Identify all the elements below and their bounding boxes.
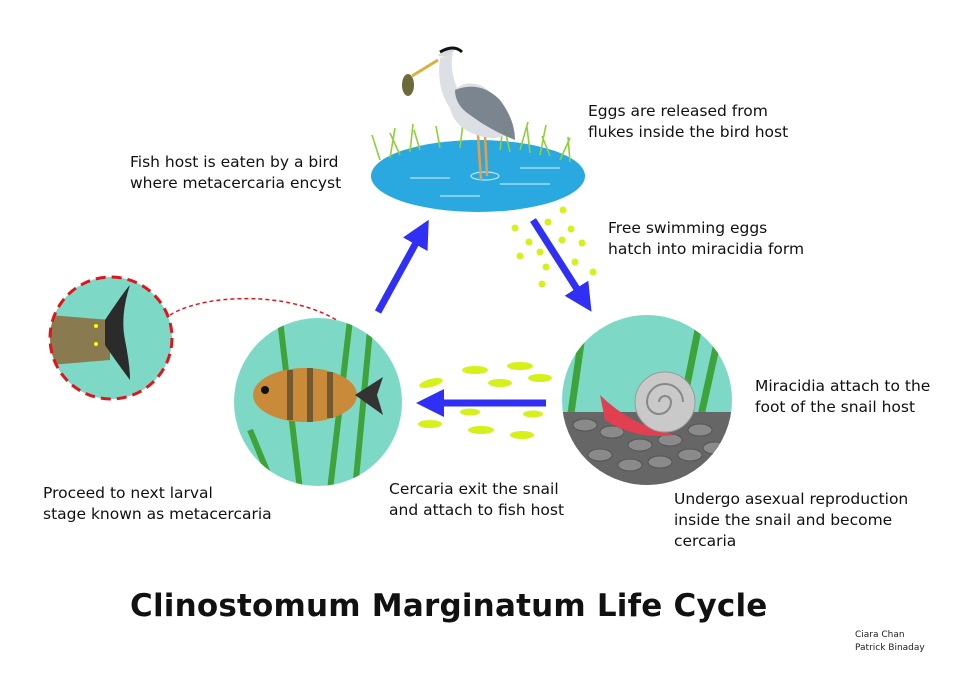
step-asexual-reproduction: Undergo asexual reproduction inside the …	[674, 490, 909, 550]
step-eggs-hatch: Free swimming eggs hatch into miracidia …	[608, 219, 805, 258]
eggs-dots	[511, 206, 597, 288]
fish-tail-closeup-illustration	[48, 275, 174, 401]
cercaria-swimmers	[418, 362, 552, 439]
step-bird-eats-fish: Fish host is eaten by a bird where metac…	[130, 153, 342, 192]
step-cercaria-exit: Cercaria exit the snail and attach to fi…	[389, 480, 565, 519]
arrow-bird-to-snail	[530, 218, 592, 312]
step-miracidia-attach: Miracidia attach to the foot of the snai…	[755, 377, 931, 416]
pond	[371, 140, 585, 212]
step-eggs-released: Eggs are released from flukes inside the…	[588, 102, 789, 141]
snail-illustration	[562, 315, 732, 485]
arrow-fish-to-bird	[374, 219, 429, 314]
step-metacercaria: Proceed to next larval stage known as me…	[43, 484, 272, 523]
bluegill-fish-illustration	[234, 318, 402, 486]
credits: Ciara Chan Patrick Binaday	[855, 630, 925, 653]
heron-in-pond-illustration	[371, 46, 585, 212]
diagram-title: Clinostomum Marginatum Life Cycle	[130, 588, 768, 624]
